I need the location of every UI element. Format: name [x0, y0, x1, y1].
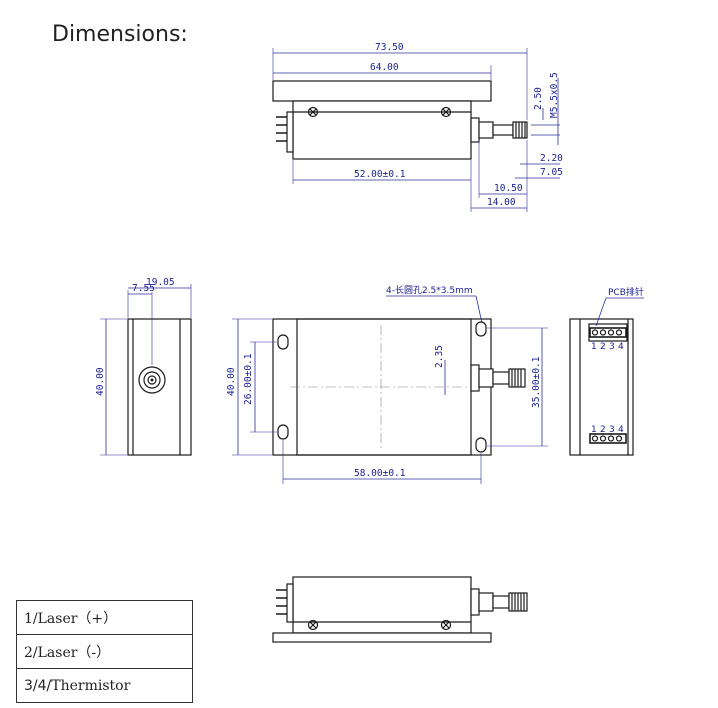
dim-7-55: 7.55	[132, 283, 155, 294]
pcb-pin-1: 1	[591, 425, 597, 435]
pin-function: Laser（+）	[37, 610, 118, 627]
table-row: 3/4/Thermistor	[16, 668, 193, 703]
pcb-pin-3: 3	[609, 342, 615, 352]
mounting-plate	[272, 632, 492, 643]
pcb-pin-3: 3	[609, 425, 615, 435]
dim-offset: 2.35	[434, 345, 445, 368]
slot-hole-icon	[475, 437, 487, 453]
pin-header-icon	[589, 327, 627, 338]
screw-icon	[307, 106, 319, 118]
pcb-label: PCB排针	[608, 286, 644, 298]
pin-function: Laser（-）	[37, 644, 111, 661]
screw-icon	[440, 619, 452, 631]
pin-header-icon	[589, 433, 627, 444]
pcb-pin-4: 4	[618, 425, 624, 435]
dim-body-length: 52.00±0.1	[354, 169, 406, 180]
pin-number: 3/4/	[24, 677, 52, 694]
dim-thread: M5.5x0.5	[549, 72, 560, 118]
dim-plate-length: 64.00	[370, 62, 399, 73]
bottom-side-view	[272, 576, 528, 643]
slot-hole-icon	[475, 321, 487, 337]
side-view: 73.50 64.00 52.00±0.1 2.20 7.05 10.50 14…	[272, 42, 563, 212]
laser-body	[292, 576, 472, 634]
dim-10-50: 10.50	[494, 183, 523, 194]
dim-hole-spacing-y2: 35.00±0.1	[531, 356, 542, 408]
connector-outer-icon	[138, 366, 166, 394]
pcb-pin-2: 2	[600, 425, 606, 435]
hole-note: 4-长圆孔2.5*3.5mm	[386, 284, 473, 296]
top-view: 40.00 26.00±0.1 2.35 35.00±0.1 58.00±0.1…	[226, 284, 548, 484]
fiber-connector	[470, 364, 526, 392]
table-row: 1/Laser（+）	[16, 600, 193, 635]
dim-top-height: 40.00	[226, 367, 237, 396]
pin-number: 1/	[24, 610, 38, 627]
end-view: 19.05 7.55 40.00	[95, 277, 192, 456]
pin-number: 2/	[24, 644, 38, 661]
pin-function: Thermistor	[51, 677, 131, 694]
pcb-pin-4: 4	[618, 342, 624, 352]
pcb-pin-1: 1	[591, 342, 597, 352]
dim-2-20: 2.20	[540, 153, 563, 164]
mounting-plate	[272, 80, 492, 102]
dim-2-50: 2.50	[533, 87, 544, 110]
pin-table: 1/Laser（+） 2/Laser（-） 3/4/Thermistor	[16, 600, 193, 703]
end-plate	[127, 318, 192, 456]
dim-7-05: 7.05	[540, 167, 563, 178]
slot-hole-icon	[277, 334, 289, 350]
dim-hole-spacing-x: 58.00±0.1	[354, 468, 406, 479]
fiber-connector	[470, 588, 528, 616]
dim-14-00: 14.00	[487, 197, 516, 208]
dim-end-height: 40.00	[95, 367, 106, 396]
pins	[276, 111, 294, 153]
dim-19-05: 19.05	[146, 277, 175, 288]
table-row: 2/Laser（-）	[16, 634, 193, 669]
dim-hole-spacing-y: 26.00±0.1	[243, 353, 254, 405]
fiber-connector	[470, 117, 528, 143]
dim-overall-length: 73.50	[375, 42, 404, 53]
screw-icon	[307, 619, 319, 631]
slot-hole-icon	[277, 424, 289, 440]
pins	[276, 583, 294, 623]
screw-icon	[440, 106, 452, 118]
page-title: Dimensions:	[52, 22, 188, 47]
pcb-pin-2: 2	[600, 342, 606, 352]
pcb-view: 1 2 3 4 1 2 3 4 PCB排针	[569, 286, 644, 456]
